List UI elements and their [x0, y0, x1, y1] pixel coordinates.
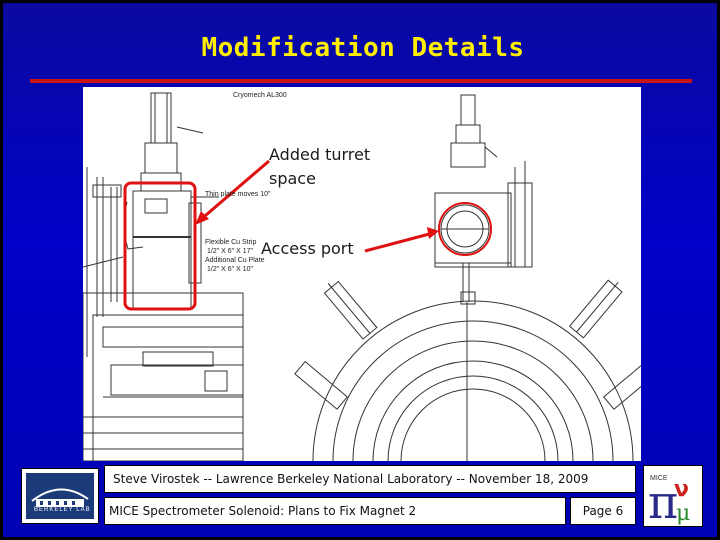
callout-turret: Added turret space [269, 143, 370, 191]
label-cryomech: Cryomech AL300 [233, 92, 287, 99]
svg-text:π: π [648, 475, 678, 526]
callout-turret-line1: Added turret [269, 145, 371, 164]
access-port-highlight [438, 202, 492, 256]
berkeley-lab-logo-icon [26, 473, 94, 519]
slide-title: Modification Details [201, 33, 525, 63]
label-flex-strip-size: 1/2" X 6" X 17" [207, 248, 253, 255]
berkeley-lab-logo: BERKELEY LAB [21, 468, 99, 524]
label-additional-plate: Additional Cu Plate [205, 257, 265, 264]
svg-text:μ: μ [676, 501, 690, 526]
title-divider [30, 79, 692, 83]
label-flex-strip: Flexible Cu Strip [205, 239, 257, 246]
svg-text:ν: ν [674, 477, 689, 502]
svg-text:MICE: MICE [650, 475, 668, 482]
footer-page-number: Page 6 [570, 497, 636, 525]
label-thin-plate: Thin plate moves 10" [205, 191, 271, 198]
engineering-drawing: Cryomech AL300 Thin plate moves 10" Flex… [83, 87, 641, 461]
berkeley-lab-logo-text: BERKELEY LAB [34, 507, 91, 513]
turret-highlight-frame [123, 181, 197, 311]
label-additional-plate-size: 1/2" X 6" X 10" [207, 266, 253, 273]
footer: Steve Virostek -- Lawrence Berkeley Nati… [104, 465, 636, 525]
callout-turret-line2: space [269, 169, 316, 188]
mice-pi-logo-icon: π ν μ MICE [643, 465, 703, 529]
footer-author-line: Steve Virostek -- Lawrence Berkeley Nati… [104, 465, 636, 493]
drawing-svg [83, 92, 641, 461]
footer-talk-title: MICE Spectrometer Solenoid: Plans to Fix… [104, 497, 566, 525]
callout-access-port: Access port [261, 239, 354, 258]
